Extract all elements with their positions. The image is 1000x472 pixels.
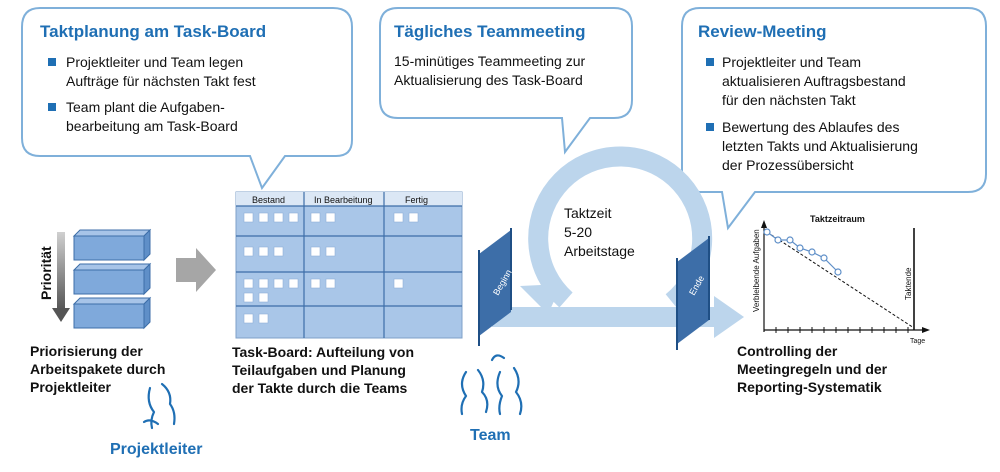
daily-line-1: 15-minütiges Teammeeting zur [394, 53, 586, 69]
daily-line-2: Aktualisierung des Task-Board [394, 72, 583, 88]
planning-bullet-2-line-1: Team plant die Aufgaben- [66, 99, 225, 115]
review-bullet-1-line-1: Projektleiter und Team [722, 54, 861, 70]
actual-points [763, 228, 842, 276]
taskboard-caption-line-1: Task-Board: Aufteilung von [232, 344, 414, 360]
review-title: Review-Meeting [698, 22, 826, 41]
controlling-caption-line-2: Meetingregeln und der [737, 361, 888, 377]
review-bullet-2-line-3: der Prozessübersicht [722, 157, 854, 173]
bullet-icon [706, 123, 714, 131]
person-icon [142, 382, 176, 430]
planning-bullet-1-line-1: Projektleiter und Team legen [66, 54, 243, 70]
planning-title: Taktplanung am Task-Board [40, 22, 266, 41]
x-axis-arrow [922, 327, 930, 333]
work-package-box [72, 296, 152, 330]
priority-arrow-head [52, 308, 70, 322]
task-board: Bestand In Bearbeitung Fertig [235, 191, 463, 339]
burndown-title: Taktzeitraum [810, 214, 865, 224]
burndown-y-label: Verbleibende Aufgaben [752, 229, 761, 312]
review-bullet-2-line-1: Bewertung des Ablaufes des [722, 119, 899, 135]
planning-bubble: Taktplanung am Task-Board Projektleiter … [21, 7, 353, 191]
sprint-cycle: Beginn Ende Taktzeit 5-20 Arbeitstage [478, 146, 744, 350]
column-header-fertig: Fertig [405, 195, 428, 205]
priority-caption-line-1: Priorisierung der [30, 343, 143, 359]
bullet-icon [48, 58, 56, 66]
daily-title: Tägliches Teammeeting [394, 22, 585, 41]
end-gate [677, 238, 709, 344]
priority-caption-line-2: Arbeitspakete durch [30, 361, 165, 377]
start-gate [479, 230, 511, 336]
arrow-right-icon [714, 296, 744, 338]
daily-bubble: Tägliches Teammeeting 15-minütiges Teamm… [379, 7, 633, 155]
work-package-box [72, 262, 152, 296]
cycle-line-1: Taktzeit [564, 205, 612, 221]
column-header-bestand: Bestand [252, 195, 285, 205]
priority-axis-label: Priorität [38, 246, 54, 300]
bullet-icon [48, 103, 56, 111]
projektleiter-label: Projektleiter [110, 441, 202, 458]
burndown-chart: Taktzeitraum Verbleibende Aufgaben Takte… [752, 214, 930, 345]
controlling-caption-line-3: Reporting-Systematik [737, 379, 882, 395]
planning-bullet-2-line-2: bearbeitung am Task-Board [66, 118, 238, 134]
column-header-in-bearbeitung: In Bearbeitung [314, 195, 373, 205]
priority-arrow-shaft [57, 232, 65, 310]
task-cards [243, 212, 419, 324]
team-icon [460, 354, 523, 416]
cycle-line-2: 5-20 [564, 224, 592, 240]
planning-bullet-1-line-2: Aufträge für nächsten Takt fest [66, 73, 256, 89]
bullet-icon [706, 58, 714, 66]
priority-stack: Priorität [38, 228, 152, 330]
loop-arrow-head [520, 284, 562, 314]
review-bullet-1-line-2: aktualisieren Auftragsbestand [722, 73, 906, 89]
team-label: Team [470, 427, 511, 444]
priority-caption-line-3: Projektleiter [30, 379, 111, 395]
x-axis-ticks [775, 327, 909, 333]
work-package-box [72, 228, 152, 262]
controlling-caption-line-1: Controlling der [737, 343, 838, 359]
review-bullet-2-line-2: letzten Takts und Aktualisierung [722, 138, 918, 154]
review-bubble: Review-Meeting Projektleiter und Team ak… [681, 7, 987, 231]
arrow-right-icon [176, 248, 216, 292]
takt-end-label: Taktende [904, 267, 913, 300]
cycle-line-3: Arbeitstage [564, 243, 635, 259]
y-axis-arrow [761, 220, 767, 228]
review-bullet-1-line-3: für den nächsten Takt [722, 92, 856, 108]
taskboard-caption-line-2: Teilaufgaben und Planung [232, 362, 406, 378]
taskboard-caption-line-3: der Takte durch die Teams [232, 380, 408, 396]
ideal-trend-line [766, 231, 915, 329]
burndown-x-label: Tage [910, 338, 925, 345]
